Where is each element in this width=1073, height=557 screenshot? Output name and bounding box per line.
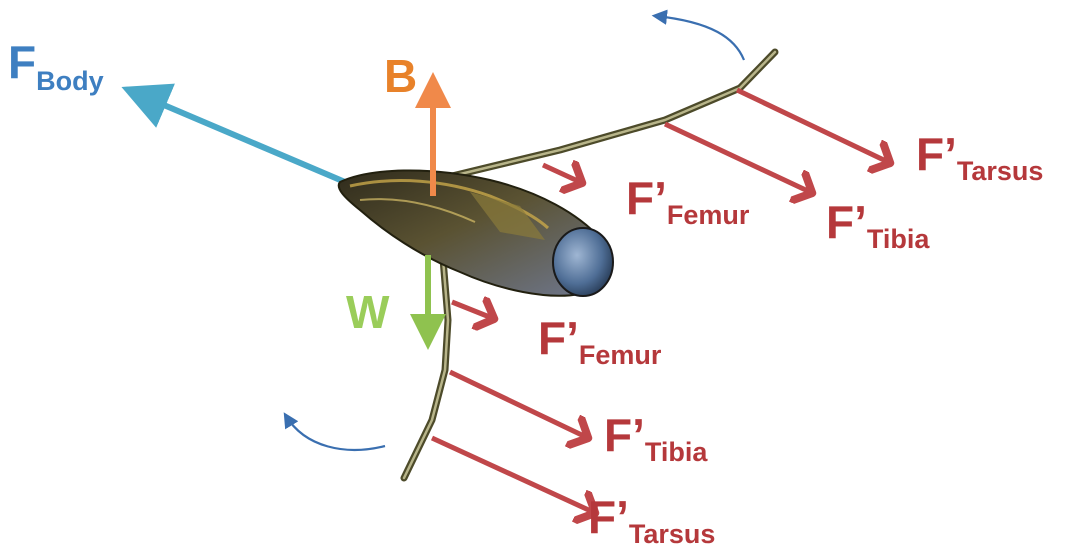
f-body-arrow xyxy=(138,94,345,182)
insect-body-icon xyxy=(339,170,613,296)
lower-tibia-label: F’Tibia xyxy=(604,409,708,467)
lower-tibia-force-arrow xyxy=(450,372,586,437)
rotation-arrow-icon xyxy=(656,16,744,60)
rotation-arrow-icon xyxy=(286,416,385,450)
upper-femur-force-arrow xyxy=(543,165,580,182)
lower-tarsus-label: F’Tarsus xyxy=(588,491,715,549)
buoyancy-label: B xyxy=(384,50,417,102)
upper-femur-label: F’Femur xyxy=(626,172,750,230)
weight-label: W xyxy=(346,286,390,338)
upper-leg xyxy=(452,52,775,176)
upper-tibia-force-arrow xyxy=(665,124,810,192)
lower-tarsus-force-arrow xyxy=(432,438,593,512)
f-body-label: FBody xyxy=(8,36,104,96)
lower-femur-force-arrow xyxy=(452,302,492,318)
lower-femur-label: F’Femur xyxy=(538,312,662,370)
upper-tarsus-force-arrow xyxy=(737,90,888,162)
upper-tibia-label: F’Tibia xyxy=(826,196,930,254)
upper-tarsus-label: F’Tarsus xyxy=(916,128,1043,186)
